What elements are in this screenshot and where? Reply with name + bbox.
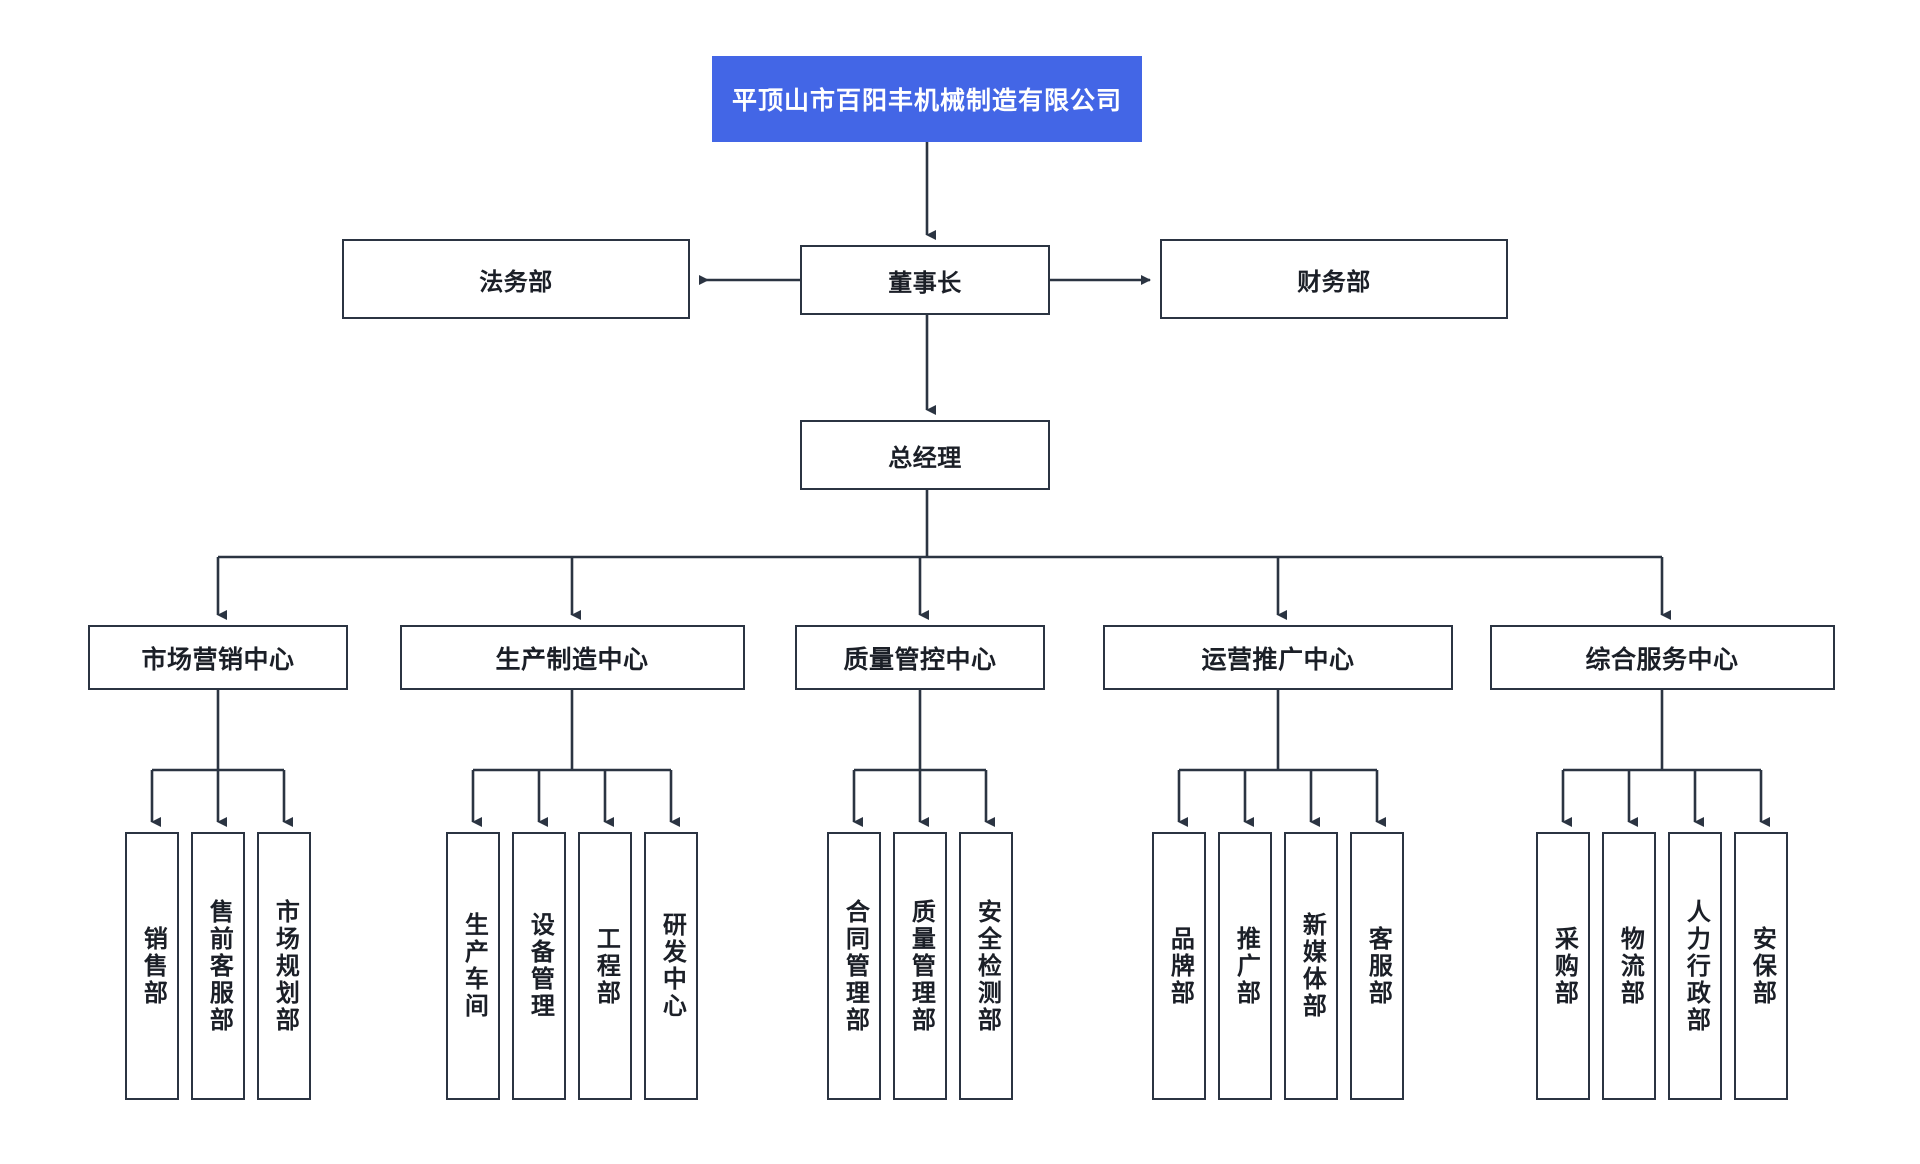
node-department-label: 物流部	[1616, 925, 1644, 1007]
node-department-1-3[interactable]: 市场规划部	[257, 832, 311, 1100]
node-legal-dept-label: 法务部	[479, 268, 553, 296]
node-department-label: 新媒体部	[1298, 912, 1326, 1020]
node-chairman-label: 董事长	[888, 269, 962, 297]
node-department-3-2[interactable]: 质量管理部	[893, 832, 947, 1100]
node-department-label: 采购部	[1550, 925, 1578, 1007]
node-department-4-4[interactable]: 客服部	[1350, 832, 1404, 1100]
node-department-label: 品牌部	[1166, 925, 1194, 1007]
node-department-4-2[interactable]: 推广部	[1218, 832, 1272, 1100]
node-department-label: 研发中心	[658, 912, 686, 1020]
node-center-2[interactable]: 生产制造中心	[399, 625, 745, 690]
node-general-manager-label: 总经理	[888, 444, 962, 472]
node-department-5-1[interactable]: 采购部	[1536, 832, 1590, 1100]
node-department-2-4[interactable]: 研发中心	[644, 832, 698, 1100]
node-center-label: 综合服务中心	[1585, 645, 1739, 674]
node-department-label: 推广部	[1232, 925, 1260, 1007]
node-center-label: 质量管控中心	[843, 645, 997, 674]
node-department-2-3[interactable]: 工程部	[578, 832, 632, 1100]
node-center-5[interactable]: 综合服务中心	[1489, 625, 1835, 690]
node-center-3[interactable]: 质量管控中心	[795, 625, 1045, 690]
node-department-label: 合同管理部	[841, 898, 869, 1034]
node-department-3-3[interactable]: 安全检测部	[959, 832, 1013, 1100]
node-finance-dept-label: 财务部	[1297, 268, 1371, 296]
node-department-label: 生产车间	[460, 912, 488, 1020]
node-department-2-2[interactable]: 设备管理	[512, 832, 566, 1100]
node-legal-dept[interactable]: 法务部	[342, 239, 690, 319]
node-department-2-1[interactable]: 生产车间	[446, 832, 500, 1100]
node-department-1-1[interactable]: 销售部	[125, 832, 179, 1100]
node-department-label: 设备管理	[526, 912, 554, 1020]
node-department-label: 人力行政部	[1682, 898, 1710, 1034]
node-department-label: 安保部	[1748, 925, 1776, 1007]
node-department-1-2[interactable]: 售前客服部	[191, 832, 245, 1100]
node-department-label: 安全检测部	[973, 898, 1001, 1034]
node-center-label: 市场营销中心	[141, 645, 295, 674]
node-department-5-4[interactable]: 安保部	[1734, 832, 1788, 1100]
node-department-4-1[interactable]: 品牌部	[1152, 832, 1206, 1100]
node-department-label: 市场规划部	[271, 898, 299, 1034]
node-center-4[interactable]: 运营推广中心	[1103, 625, 1453, 690]
node-department-3-1[interactable]: 合同管理部	[827, 832, 881, 1100]
node-department-label: 客服部	[1364, 925, 1392, 1007]
node-department-label: 销售部	[139, 925, 167, 1007]
node-department-5-3[interactable]: 人力行政部	[1668, 832, 1722, 1100]
node-department-label: 质量管理部	[907, 898, 935, 1034]
node-center-label: 生产制造中心	[495, 645, 649, 674]
node-department-label: 工程部	[592, 925, 620, 1007]
node-finance-dept[interactable]: 财务部	[1160, 239, 1508, 319]
root-node-company[interactable]: 平顶山市百阳丰机械制造有限公司	[712, 56, 1142, 142]
node-chairman[interactable]: 董事长	[800, 245, 1050, 315]
node-center-label: 运营推广中心	[1201, 645, 1355, 674]
root-node-label: 平顶山市百阳丰机械制造有限公司	[731, 87, 1122, 115]
node-center-1[interactable]: 市场营销中心	[88, 625, 348, 690]
node-general-manager[interactable]: 总经理	[800, 420, 1050, 490]
node-department-4-3[interactable]: 新媒体部	[1284, 832, 1338, 1100]
node-department-label: 售前客服部	[205, 898, 233, 1034]
node-department-5-2[interactable]: 物流部	[1602, 832, 1656, 1100]
